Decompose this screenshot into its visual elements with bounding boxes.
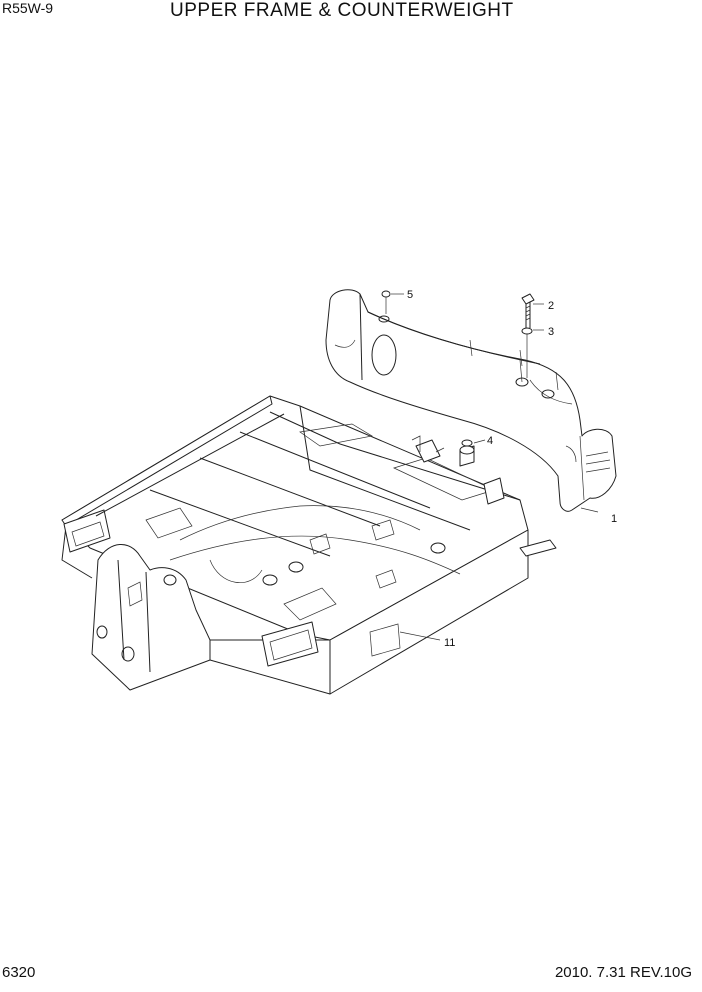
counterweight (325, 289, 617, 512)
callout-3: 3 (548, 326, 554, 338)
revision-date: 2010. 7.31 REV.10G (554, 964, 692, 981)
leader-1 (580, 507, 599, 513)
callout-1: 1 (611, 513, 617, 525)
callout-5: 5 (407, 289, 413, 301)
leader-11 (399, 631, 441, 641)
page-title: UPPER FRAME & COUNTERWEIGHT (170, 0, 514, 21)
callout-11: 11 (444, 637, 455, 649)
leader-4 (473, 439, 486, 444)
plug-part (381, 290, 391, 298)
page-number: 6320 (2, 964, 36, 981)
nut-part (461, 439, 473, 447)
model-code: R55W-9 (2, 0, 54, 16)
callout-4: 4 (487, 435, 493, 447)
washer-part (521, 327, 533, 335)
bolt-part (521, 293, 535, 330)
callout-2: 2 (548, 300, 554, 312)
upper-frame (61, 395, 557, 695)
